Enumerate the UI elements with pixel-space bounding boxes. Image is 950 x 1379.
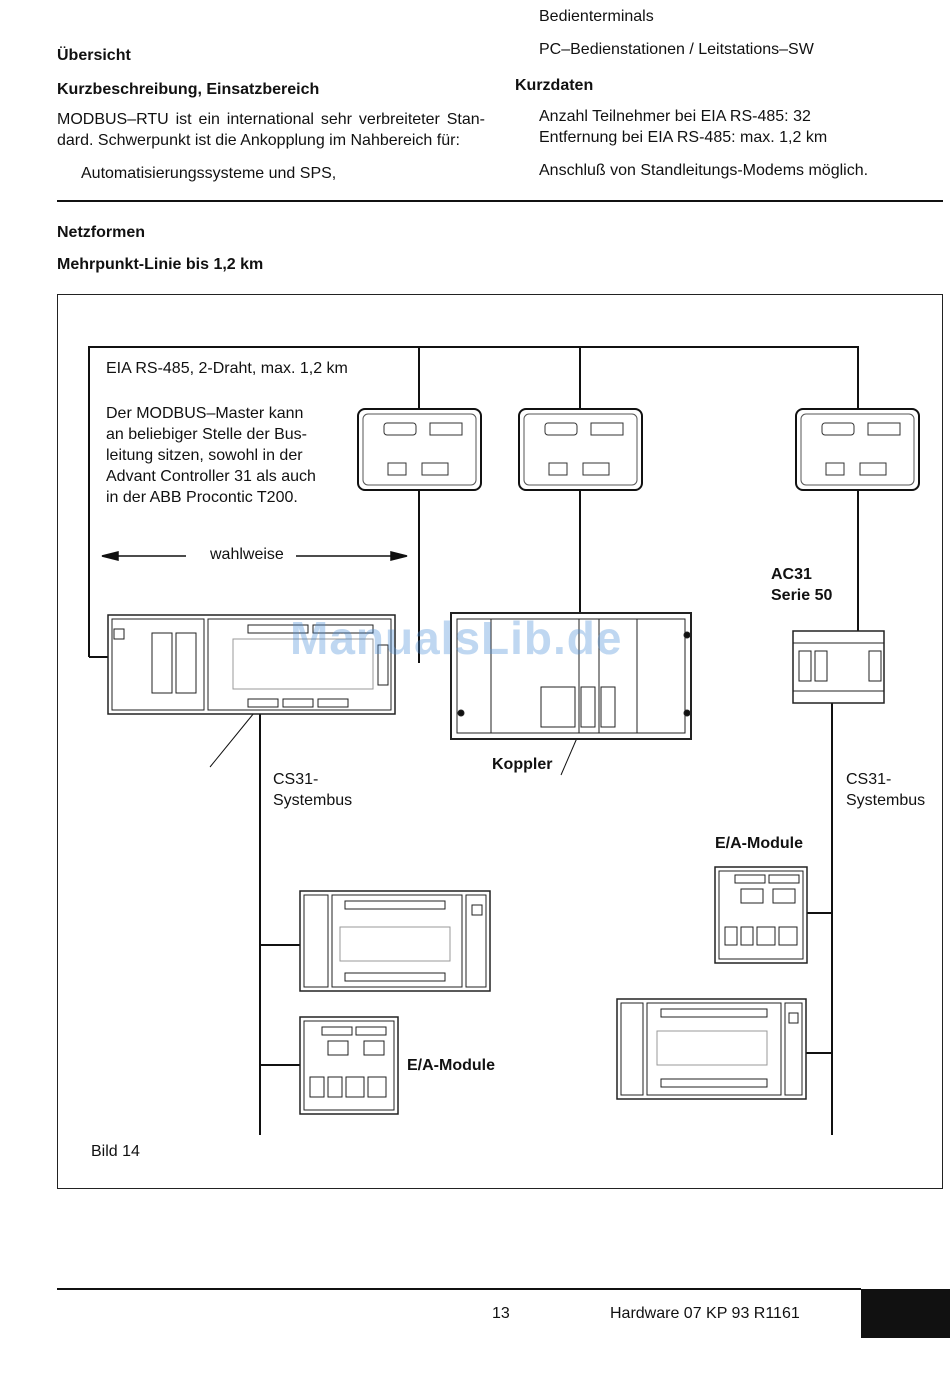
controller-pointer — [209, 712, 255, 768]
ac31-serie-50 — [792, 630, 885, 704]
data-modems: Anschluß von Standleitungs-Modems möglic… — [539, 162, 869, 179]
intro-line-2: dard. Schwerpunkt ist die Ankopplung im … — [57, 132, 460, 149]
master-note-line-5: in der ABB Procontic T200. — [106, 489, 298, 506]
ac31-label-line-1: AC31 — [771, 566, 812, 583]
page-number: 13 — [492, 1305, 510, 1322]
kurzdaten-heading: Kurzdaten — [515, 77, 594, 94]
short-description-heading: Kurzbeschreibung, Einsatzbereich — [57, 81, 320, 98]
io-module-right-label: E/A-Module — [715, 835, 803, 852]
data-distance: Entfernung bei EIA RS-485: max. 1,2 km — [539, 129, 828, 146]
intro-line-1: MODBUS–RTU ist ein international sehr ve… — [57, 111, 485, 128]
section-heading: Netzformen — [57, 224, 146, 241]
operator-terminal-2 — [518, 408, 643, 491]
cs31-left-label-line-2: Systembus — [273, 792, 353, 809]
bus-lines — [88, 346, 859, 1135]
network-figure: EIA RS-485, 2-Draht, max. 1,2 km Der MOD… — [57, 294, 943, 1189]
cs31-right-label-line-1: CS31- — [846, 771, 892, 788]
procontic-t200-rack — [450, 612, 692, 740]
footer-rule — [57, 1288, 861, 1290]
page-tab-marker — [861, 1289, 950, 1338]
wahlweise-arrow — [101, 551, 408, 561]
master-note-line-2: an beliebiger Stelle der Bus- — [106, 426, 308, 443]
ac31-label-line-2: Serie 50 — [771, 587, 833, 604]
bullet-operator-terminals: Bedienterminals — [539, 8, 654, 25]
io-module-left-label: E/A-Module — [407, 1057, 495, 1074]
operator-terminal-1 — [357, 408, 482, 491]
cs31-right-label-line-2: Systembus — [846, 792, 926, 809]
section-subheading: Mehrpunkt-Linie bis 1,2 km — [57, 256, 264, 273]
document-id: Hardware 07 KP 93 R1161 — [610, 1305, 800, 1322]
data-participants: Anzahl Teilnehmer bei EIA RS-485: 32 — [539, 108, 811, 125]
bullet-pc-stations: PC–Bedienstationen / Leitstations–SW — [539, 41, 814, 58]
master-note-line-1: Der MODBUS–Master kann — [106, 405, 304, 422]
watermark: ManualsLib.de — [290, 612, 623, 664]
koppler-label: Koppler — [492, 756, 553, 773]
cs31-left-label-line-1: CS31- — [273, 771, 319, 788]
header-divider — [57, 200, 943, 202]
io-module-right — [714, 866, 808, 964]
controller-lower-left — [299, 890, 491, 992]
bus-label: EIA RS-485, 2-Draht, max. 1,2 km — [106, 360, 348, 377]
wahlweise-label: wahlweise — [210, 546, 284, 563]
master-note-line-3: leitung sitzen, sowohl in der — [106, 447, 303, 464]
advant-controller-31 — [107, 614, 396, 715]
figure-caption: Bild 14 — [91, 1143, 140, 1160]
network-diagram — [88, 346, 920, 1135]
master-note-line-4: Advant Controller 31 als auch — [106, 468, 316, 485]
overview-heading: Übersicht — [57, 47, 131, 64]
rs485-bus-line — [88, 346, 859, 657]
operator-terminal-3 — [795, 408, 920, 491]
controller-lower-right — [616, 998, 807, 1100]
io-module-lower-left — [299, 1016, 399, 1115]
bullet-automation-systems: Automatisierungssysteme und SPS, — [81, 165, 337, 182]
